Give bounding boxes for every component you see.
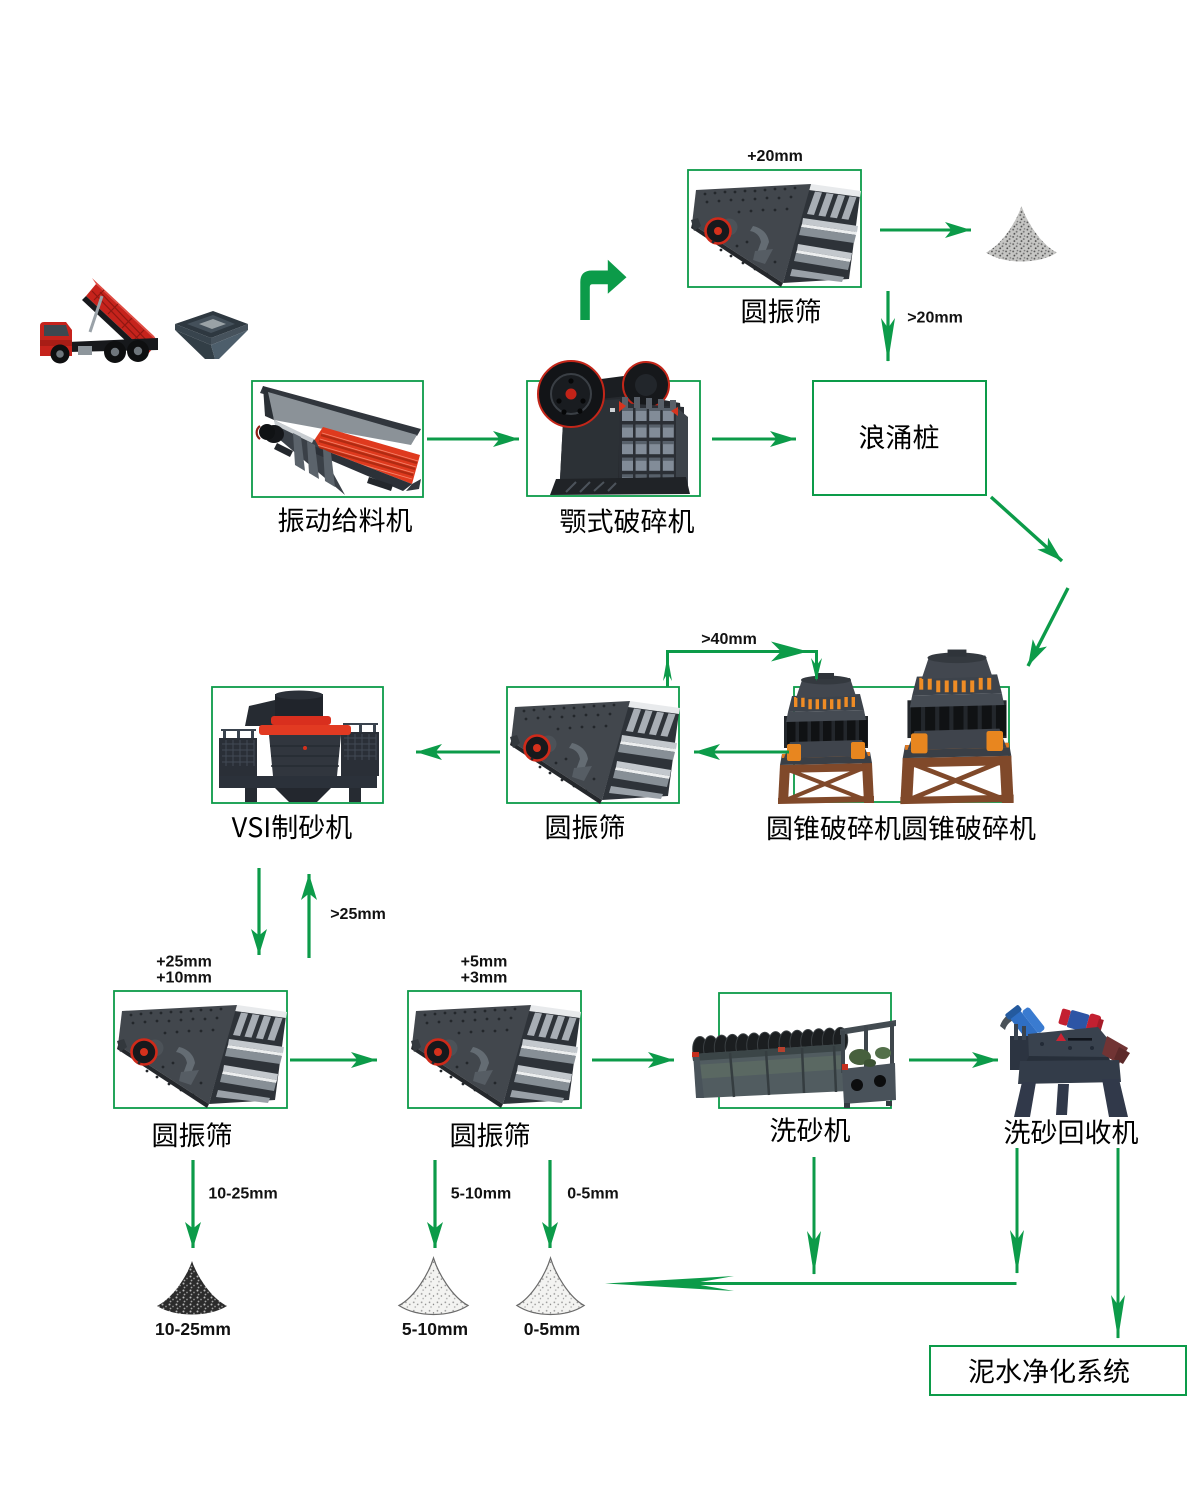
svg-text:+3mm: +3mm (461, 970, 508, 987)
svg-text:10-25mm: 10-25mm (208, 1186, 277, 1203)
svg-text:+10mm: +10mm (156, 970, 212, 987)
svg-text:0-5mm: 0-5mm (524, 1319, 580, 1339)
svg-text:>20mm: >20mm (907, 310, 963, 327)
svg-text:5-10mm: 5-10mm (451, 1186, 511, 1203)
svg-text:0-5mm: 0-5mm (567, 1186, 619, 1203)
svg-text:>25mm: >25mm (330, 906, 386, 923)
svg-text:10-25mm: 10-25mm (155, 1319, 231, 1339)
svg-text:>40mm: >40mm (701, 631, 757, 648)
svg-text:5-10mm: 5-10mm (402, 1319, 468, 1339)
svg-text:+20mm: +20mm (747, 148, 803, 165)
svg-text:+25mm: +25mm (156, 954, 212, 971)
svg-text:+5mm: +5mm (461, 954, 508, 971)
